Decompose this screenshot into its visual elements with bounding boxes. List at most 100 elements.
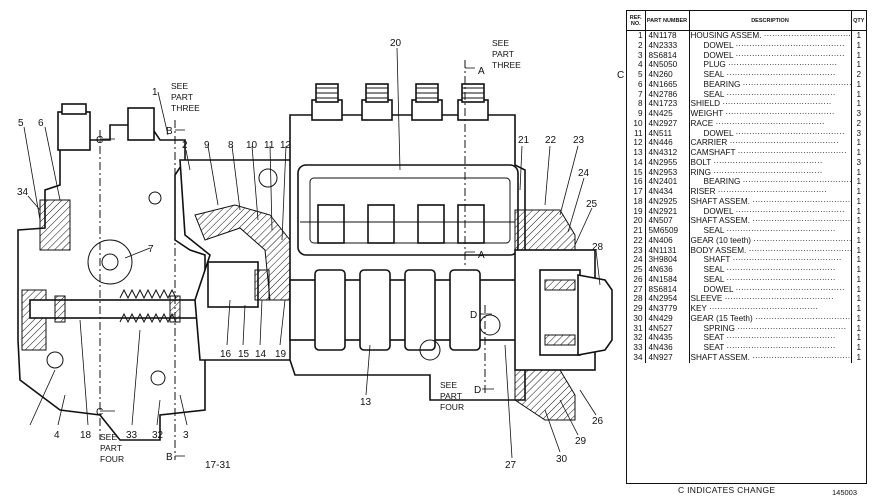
qty-cell: 2: [856, 118, 862, 128]
description-cell: SHAFT ··································…: [689, 255, 852, 265]
description-cell: CAMSHAFT ·······························…: [689, 148, 852, 158]
qty-cell: 1: [856, 265, 862, 274]
part-number-cell: 4N446: [645, 138, 690, 148]
ref-cell: 31: [627, 323, 646, 334]
callout-22: 22: [545, 135, 557, 146]
qty-cell: 1: [856, 235, 862, 245]
ref-cell: 17: [627, 187, 646, 197]
callout-18: 18: [80, 430, 92, 441]
callout-29: 29: [575, 436, 587, 447]
figure-number: 145003: [832, 488, 858, 497]
qty-cell: 1: [856, 313, 862, 323]
callout-14: 14: [255, 349, 267, 360]
qty-cell: 1: [856, 343, 862, 352]
ref-cell: 4: [627, 60, 646, 70]
qty-cell: 2: [856, 70, 862, 79]
description-cell: SEAL ···································…: [689, 89, 852, 100]
description-cell: RACE ···································…: [689, 118, 852, 129]
part-number-cell: 4N425: [645, 109, 690, 119]
change-note: C INDICATES CHANGE: [678, 485, 776, 495]
qty-cell: 1: [856, 284, 862, 294]
part-number-cell: 4N406: [645, 235, 690, 246]
ref-cell: 18: [627, 196, 646, 207]
change-marker: C: [617, 70, 625, 81]
description-cell: HOUSING ASSEM. ·························…: [689, 30, 852, 41]
part-number-cell: 4N260: [645, 70, 690, 80]
qty-cell: 1: [856, 138, 862, 148]
part-number-cell: 4N3779: [645, 304, 690, 314]
callout-24: 24: [578, 168, 590, 179]
ref-cell: 26: [627, 274, 646, 285]
description-cell: WEIGHT ·································…: [689, 109, 852, 119]
description-cell: PLUG ···································…: [689, 60, 852, 70]
description-cell: SEAL ···································…: [689, 274, 852, 285]
description-cell: BODY ASSEM. ····························…: [689, 245, 852, 256]
part-number-cell: 3H9804: [645, 255, 690, 265]
description-cell: CARRIER ································…: [689, 138, 852, 148]
callout-32: 32: [152, 430, 164, 441]
qty-cell: 1: [856, 187, 862, 196]
callout-2: 2: [182, 140, 188, 151]
ref-cell: 3: [627, 50, 646, 61]
part-number-cell: 4N2955: [645, 157, 690, 168]
qty-cell: 1: [856, 216, 862, 226]
description-cell: BOLT ···································…: [689, 157, 852, 168]
ref-cell: 16: [627, 177, 646, 187]
ref-cell: 9: [627, 109, 646, 119]
table-header-row: REF. NO. PART NUMBER DESCRIPTION QTY: [627, 11, 866, 31]
ref-cell: 23: [627, 245, 646, 256]
callout-15: 15: [238, 349, 250, 360]
ref-cell: 6: [627, 79, 646, 90]
description-cell: SPRING ·································…: [689, 323, 852, 334]
section-c-bottom: C: [96, 407, 103, 418]
qty-cell: 1: [856, 333, 862, 343]
ref-cell: 21: [627, 226, 646, 236]
ref-cell: 15: [627, 167, 646, 178]
ref-cell: 11: [627, 128, 646, 139]
ref-cell: 8: [627, 99, 646, 109]
callout-1: 1: [152, 87, 158, 98]
section-b-bottom: B: [166, 452, 173, 463]
drive-end-housing: [514, 209, 613, 421]
leader-lines: [23, 47, 601, 459]
pump-body: [289, 114, 526, 401]
qty-cell: 1: [856, 245, 862, 255]
ref-cell: 22: [627, 235, 646, 246]
callout-labels: 1 2 3 4 5 6 7 8 9 10 11 12 13 14 15 16 1…: [17, 38, 604, 471]
part-number-cell: 4N434: [645, 187, 690, 197]
callout-26: 26: [592, 416, 604, 427]
qty-cell: 1: [856, 226, 862, 235]
callout-23: 23: [573, 135, 585, 146]
callout-19: 19: [275, 349, 287, 360]
callout-13: 13: [360, 397, 372, 408]
section-a-bottom: A: [478, 250, 485, 261]
qty-cell: 1: [856, 274, 862, 284]
pump-cross-section-diagram: 1 2 3 4 5 6 7 8 9 10 11 12 13 14 15 16 1…: [17, 38, 613, 471]
part-number-cell: 4N636: [645, 265, 690, 275]
part-number-cell: 4N429: [645, 313, 690, 324]
qty-cell: 1: [856, 167, 862, 177]
header-qty: QTY: [851, 11, 866, 31]
part-number-cell: 4N1178: [645, 30, 690, 41]
ref-cell: 24: [627, 255, 646, 265]
description-cell: SEAL ···································…: [689, 265, 852, 275]
section-markers: A A B B C C D D: [96, 66, 494, 463]
callout-5-top: 5: [18, 118, 24, 129]
description-cell: RISER ··································…: [689, 187, 852, 197]
description-cell: DOWEL ··································…: [689, 284, 852, 295]
flyweight-carrier: [179, 159, 301, 361]
